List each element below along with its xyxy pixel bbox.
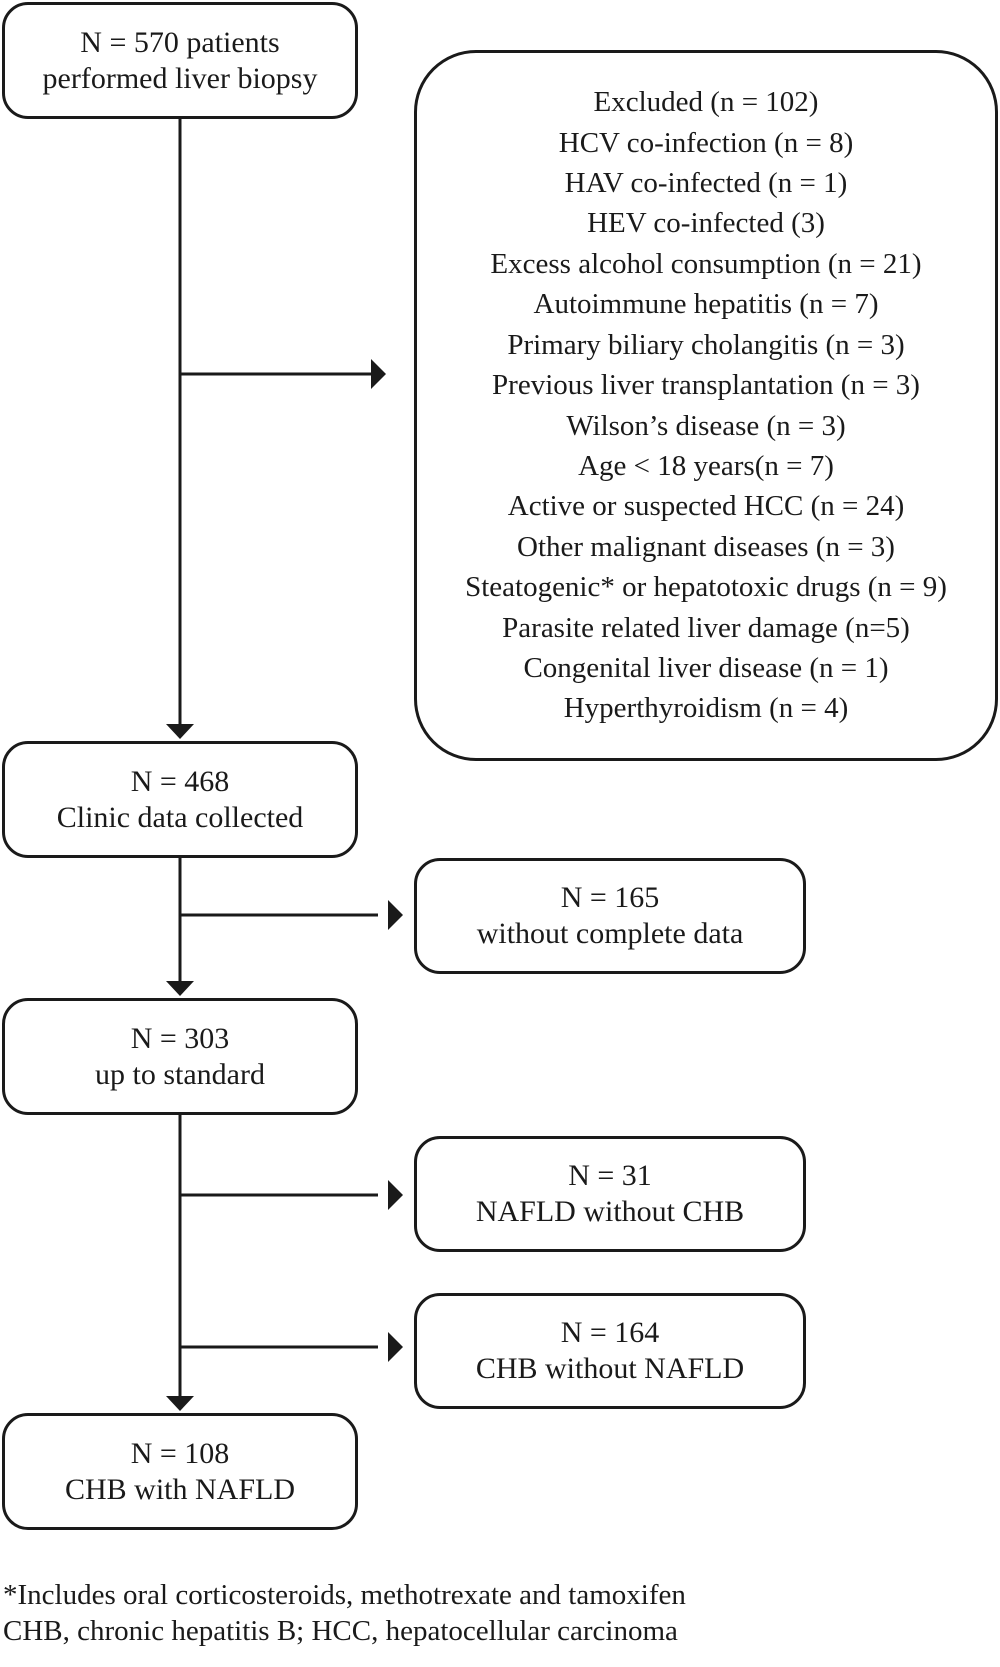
start-count: N = 570 patients [80,25,280,59]
arrowhead-standard [166,981,194,996]
chb-with-nafld-box: N = 108 CHB with NAFLD [2,1413,358,1530]
standard-label: up to standard [95,1057,265,1091]
excluded-item: Steatogenic* or hepatotoxic drugs (n = 9… [465,571,947,604]
final-label: CHB with NAFLD [64,1472,296,1506]
incomplete-label: without complete data [476,917,744,950]
excluded-item: Autoimmune hepatitis (n = 7) [533,288,879,321]
excluded-item: Hyperthyroidism (n = 4) [563,692,849,725]
nafld-only-count: N = 31 [568,1159,652,1192]
excluded-item: Other malignant diseases (n = 3) [517,530,895,563]
excluded-item: Previous liver transplantation (n = 3) [492,369,920,402]
exclusion-box: Excluded (n = 102) HCV co-infection (n =… [414,50,998,761]
clinic-data-box: N = 468 Clinic data collected [2,741,358,858]
incomplete-count: N = 165 [560,881,660,914]
incomplete-data-box: N = 165 without complete data [414,858,806,974]
chb-without-nafld-box: N = 164 CHB without NAFLD [414,1293,806,1409]
arrowhead-clinic [166,724,194,739]
standard-count: N = 303 [130,1021,230,1055]
chb-only-count: N = 164 [560,1316,660,1349]
excluded-item: Wilson’s disease (n = 3) [566,409,846,442]
arrowhead-final [166,1396,194,1411]
footnote-drugs: *Includes oral corticosteroids, methotre… [3,1579,686,1611]
excluded-item: Age < 18 years(n = 7) [578,449,834,482]
excluded-item: HEV co-infected (3) [587,207,825,240]
clinic-count: N = 468 [130,764,230,798]
clinic-label: Clinic data collected [56,800,304,834]
excluded-item: Parasite related liver damage (n=5) [502,611,910,644]
chb-only-label: CHB without NAFLD [475,1352,745,1385]
footnote-abbreviations: CHB, chronic hepatitis B; HCC, hepatocel… [3,1615,678,1647]
arrowhead-nafld-only [388,1180,403,1210]
excluded-item: HAV co-infected (n = 1) [564,167,848,200]
excluded-item: Congenital liver disease (n = 1) [523,651,889,684]
excluded-item: Active or suspected HCC (n = 24) [507,490,905,523]
arrowhead-chb-only [388,1332,403,1362]
arrowhead-incomplete [388,900,403,930]
arrowhead-excluded [371,359,386,389]
start-label: performed liver biopsy [42,61,318,95]
nafld-only-label: NAFLD without CHB [475,1195,745,1228]
nafld-without-chb-box: N = 31 NAFLD without CHB [414,1136,806,1252]
excluded-item: HCV co-infection (n = 8) [558,126,854,159]
start-box: N = 570 patients performed liver biopsy [2,2,358,119]
final-count: N = 108 [130,1436,230,1470]
excluded-item: Primary biliary cholangitis (n = 3) [507,328,905,361]
excluded-item: Excess alcohol consumption (n = 21) [490,247,922,280]
excluded-title: Excluded (n = 102) [593,86,819,119]
up-to-standard-box: N = 303 up to standard [2,998,358,1115]
